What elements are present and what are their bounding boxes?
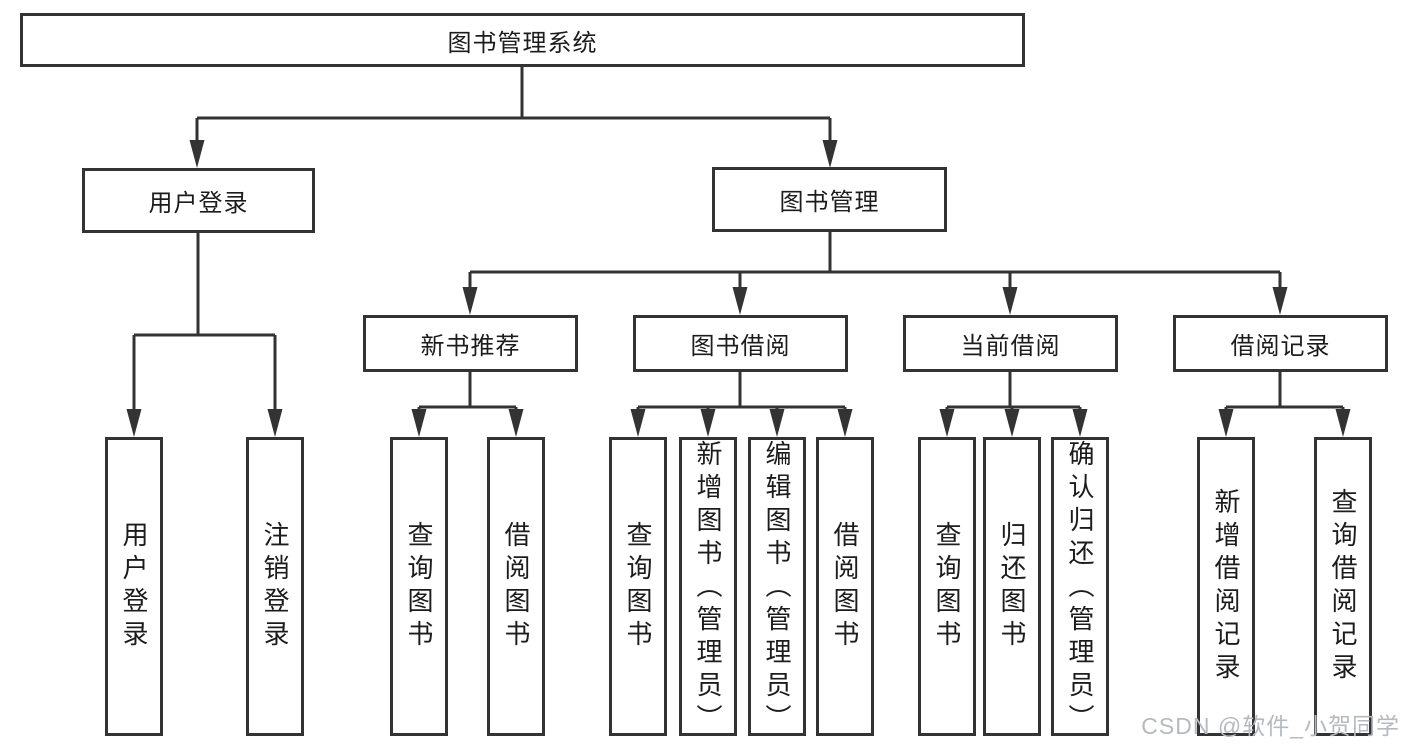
leaf-query-books-recommend: 查询图书 (390, 437, 448, 736)
leaf-add-borrow-record: 新增借阅记录 (1197, 437, 1255, 736)
leaf-query-borrow-record: 查询借阅记录 (1314, 437, 1372, 736)
node-library-system: 图书管理系统 (20, 13, 1025, 67)
leaf-query-books-borrow: 查询图书 (609, 437, 667, 736)
leaf-query-books-current: 查询图书 (918, 437, 976, 736)
leaf-user-login: 用户登录 (105, 437, 163, 736)
leaf-borrow-books-recommend: 借阅图书 (487, 437, 545, 736)
node-new-book-recommend: 新书推荐 (363, 315, 578, 372)
node-book-borrow: 图书借阅 (633, 315, 848, 372)
node-borrow-records: 借阅记录 (1173, 315, 1388, 372)
node-user-login: 用户登录 (82, 168, 315, 233)
leaf-add-books-admin: 新增图书（管理员） (679, 437, 737, 737)
leaf-edit-books-admin: 编辑图书（管理员） (748, 437, 806, 737)
leaf-logout: 注销登录 (246, 437, 304, 736)
leaf-return-books: 归还图书 (983, 437, 1041, 736)
node-current-borrow: 当前借阅 (903, 315, 1118, 372)
leaf-borrow-books: 借阅图书 (816, 437, 874, 736)
node-book-management: 图书管理 (712, 167, 947, 232)
leaf-confirm-return-admin: 确认归还（管理员） (1051, 437, 1109, 737)
csdn-watermark: CSDN @软件_小贺同学 (1141, 713, 1400, 739)
